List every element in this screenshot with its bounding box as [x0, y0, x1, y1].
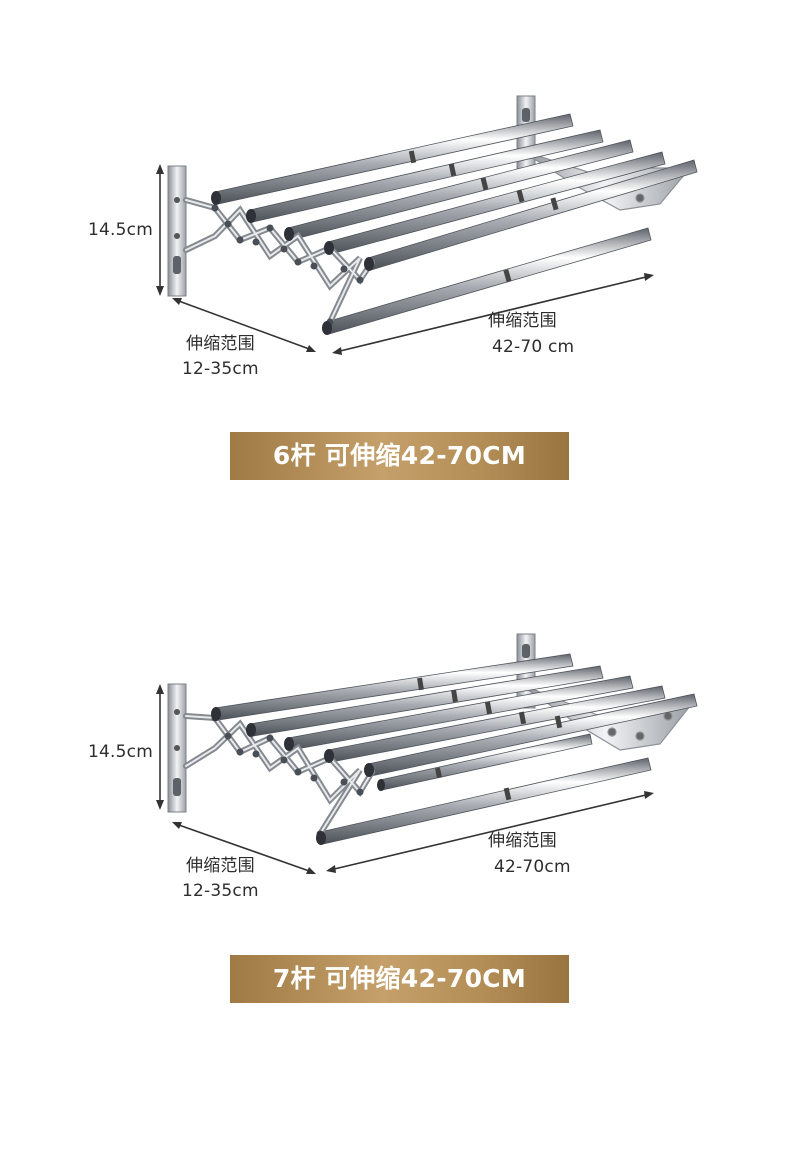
height-dimension-line — [156, 684, 164, 810]
spec-banner-7: 7杆 可伸缩42-70CM — [230, 955, 569, 1003]
depth-range-title: 伸缩范围 — [186, 856, 255, 876]
width-range-title: 伸缩范围 — [488, 311, 557, 331]
product-panel-7-rods: 14.5cm 伸缩范围 12-35cm 伸缩范围 42-70cm 7杆 可伸缩4… — [0, 566, 790, 1126]
depth-dimension-line — [172, 298, 316, 352]
depth-dimension-line — [172, 822, 316, 874]
rods-group-7 — [214, 653, 698, 845]
width-range-value: 42-70 cm — [492, 337, 575, 357]
rod-end-caps — [211, 191, 374, 335]
height-dimension-line — [156, 164, 164, 296]
left-wall-plate — [167, 683, 187, 813]
rack-illustration-6 — [156, 95, 698, 355]
rods-group-6 — [214, 113, 698, 335]
depth-range-value: 12-35cm — [182, 359, 259, 379]
rack-illustration-7 — [156, 633, 698, 874]
width-range-title: 伸缩范围 — [488, 831, 557, 851]
rod-end-caps — [211, 707, 385, 845]
depth-range-value: 12-35cm — [182, 881, 259, 901]
width-dimension-line — [332, 273, 654, 355]
width-dimension-line — [326, 791, 654, 873]
spec-banner-6: 6杆 可伸缩42-70CM — [230, 432, 569, 480]
depth-range-title: 伸缩范围 — [186, 334, 255, 354]
height-label: 14.5cm — [88, 742, 153, 762]
height-label: 14.5cm — [88, 220, 153, 240]
width-range-value: 42-70cm — [494, 857, 571, 877]
product-panel-6-rods: 14.5cm 伸缩范围 12-35cm 伸缩范围 42-70 cm 6杆 可伸缩… — [0, 0, 790, 560]
left-wall-plate — [167, 165, 187, 297]
